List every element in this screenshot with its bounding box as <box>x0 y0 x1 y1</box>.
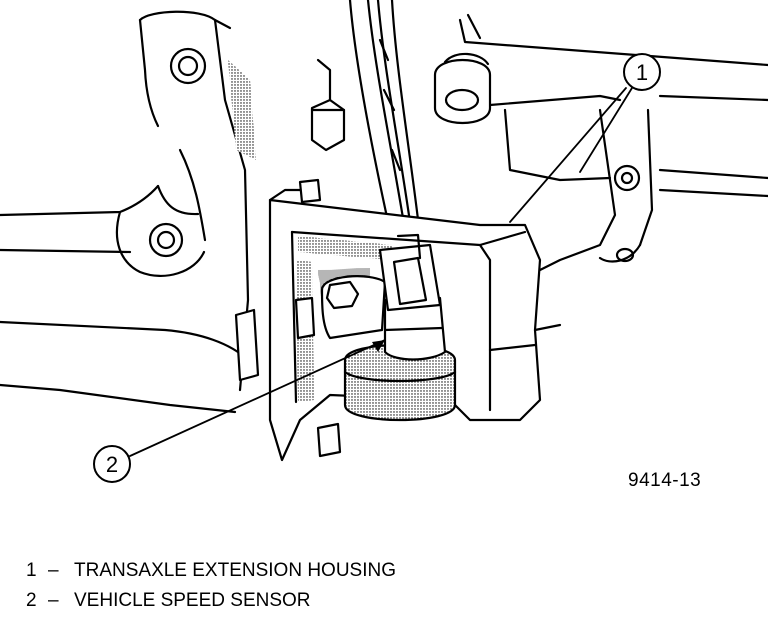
speed-sensor <box>343 233 457 422</box>
legend-item-1-separator: – <box>48 560 59 581</box>
callout-2: 2 <box>93 445 131 483</box>
bolt-upper <box>310 58 346 152</box>
legend-item-1-label: TRANSAXLE EXTENSION HOUSING <box>74 560 397 581</box>
legend-item-1: 1–TRANSAXLE EXTENSION HOUSING <box>26 556 396 586</box>
speed-sensor-diagram: 1 2 <box>0 0 768 483</box>
legend: 1–TRANSAXLE EXTENSION HOUSING 2–VEHICLE … <box>26 556 396 616</box>
bushing <box>433 52 492 125</box>
engine-bracket <box>0 10 250 414</box>
legend-item-2-number: 2 <box>26 590 37 611</box>
lower-bolts <box>234 178 342 458</box>
legend-item-2: 2–VEHICLE SPEED SENSOR <box>26 586 396 616</box>
leader-line-1 <box>509 87 627 223</box>
legend-item-2-separator: – <box>48 590 59 611</box>
figure-id: 9414-13 <box>628 470 702 491</box>
sensor-bracket <box>320 275 387 340</box>
mount-arm <box>538 108 654 272</box>
wiring-harness <box>348 0 422 242</box>
callout-1: 1 <box>623 53 661 91</box>
callout-2-number: 2 <box>106 452 118 477</box>
callout-1-number: 1 <box>636 60 648 85</box>
legend-item-2-label: VEHICLE SPEED SENSOR <box>74 590 311 611</box>
leader-line-2 <box>129 339 386 457</box>
crossmember <box>458 13 768 198</box>
legend-item-1-number: 1 <box>26 560 37 581</box>
leader-line-1b <box>579 87 633 173</box>
